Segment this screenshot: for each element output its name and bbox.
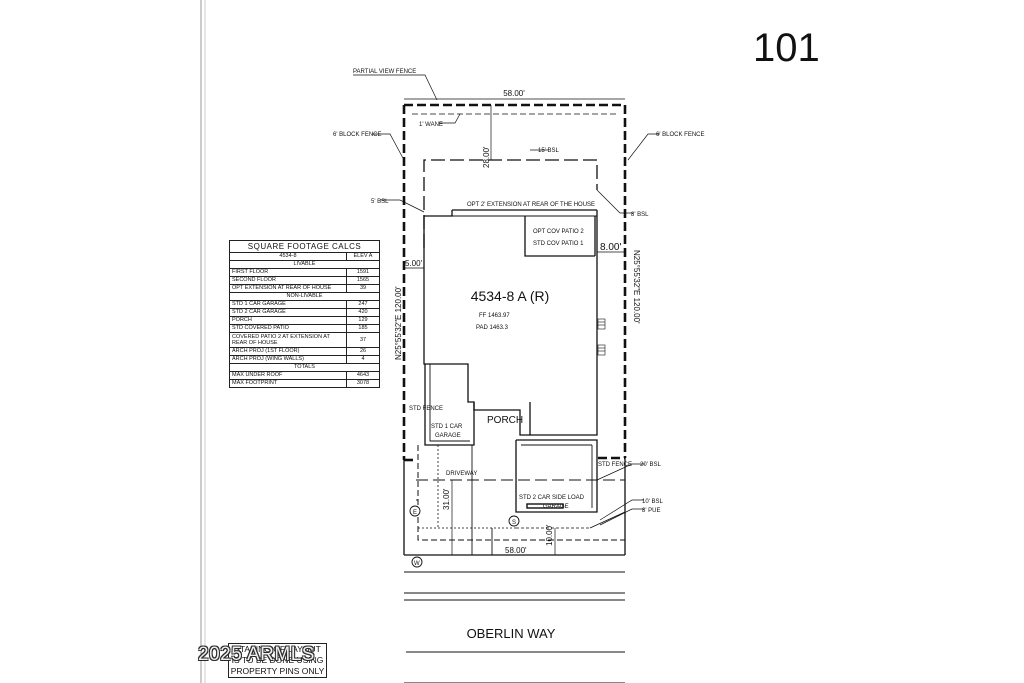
left-bearing-label: N25°55'32"E 120.00' <box>394 286 403 360</box>
rear-bsl-label: 15' BSL <box>538 148 559 154</box>
calcs-row-label: SECOND FLOOR <box>229 276 347 285</box>
left-bsl-label: 5' BSL <box>371 199 389 205</box>
pad-label: PAD 1463.3 <box>476 325 509 331</box>
wane-label: 1' WANE <box>419 122 443 128</box>
calcs-title: SQUARE FOOTAGE CALCS <box>229 240 380 253</box>
driveway-label: DRIVEWAY <box>446 471 477 477</box>
calcs-row-value: 4 <box>346 355 380 364</box>
dimension-lines <box>404 98 625 556</box>
calcs-row-value: 26 <box>346 347 380 356</box>
calcs-row-value: 1565 <box>346 276 380 285</box>
block-fence-right-label: 6' BLOCK FENCE <box>656 132 705 138</box>
leader-lines <box>353 74 660 526</box>
square-footage-calcs-table: SQUARE FOOTAGE CALCS 4534-8 ELEV A LIVAB… <box>229 240 380 388</box>
calcs-row-label: FIRST FLOOR <box>229 268 347 277</box>
front-yard-lines <box>416 445 626 555</box>
calcs-row-value: 185 <box>346 324 380 333</box>
bsl-leader <box>589 511 626 529</box>
calcs-row-value: 420 <box>346 308 380 317</box>
rear-setback-label: 28.00' <box>482 146 491 168</box>
patio-outline <box>524 216 595 257</box>
staking-note-line2: IS TO BE DONE USING <box>231 655 324 665</box>
calcs-row-value: 129 <box>346 316 380 325</box>
bottom-width-label: 58.00' <box>505 546 527 555</box>
calcs-row-label: STD COVERED PATIO <box>229 324 347 333</box>
pue-label: 8' PUE <box>642 508 661 514</box>
calcs-row-value: 39 <box>346 284 380 293</box>
ff-label: FF 1463.97 <box>479 313 510 319</box>
right-bearing-label: N25°55'32"E 120.00' <box>632 250 641 324</box>
ac-unit <box>597 344 606 356</box>
street-name-label: OBERLIN WAY <box>467 626 556 641</box>
sewer-marker <box>508 515 520 527</box>
side-right-label: 8.00' <box>600 242 621 253</box>
staking-note-line1: STAKING OF LAYOUT <box>234 644 321 654</box>
calcs-row-value: 247 <box>346 300 380 309</box>
building-setback-line <box>423 159 598 248</box>
std-fence-right-label: STD FENCE <box>598 462 632 468</box>
calcs-row-label: MAX FOOTPRINT <box>229 379 347 388</box>
marker-w-label: W <box>414 561 420 567</box>
staking-note-line3: PROPERTY PINS ONLY <box>230 666 325 676</box>
driveway-depth-label: 31.00' <box>442 488 451 510</box>
two-car-garage-label-line2: GARAGE <box>543 504 569 510</box>
std-fence-left-label: STD FENCE <box>409 406 443 412</box>
plan-number-label: 4534-8 A (R) <box>471 288 550 304</box>
block-fence-left-label: 6' BLOCK FENCE <box>333 132 382 138</box>
garage-inner-line <box>429 364 470 442</box>
pue-line <box>417 445 625 541</box>
right-bsl-label: 8' BSL <box>631 212 649 218</box>
calcs-row-value: 4643 <box>346 371 380 380</box>
calcs-section-totals: TOTALS <box>229 363 380 372</box>
marker-e-label: E <box>413 510 417 516</box>
calcs-row-label: ARCH PROJ (WING WALLS) <box>229 355 347 364</box>
copyright-watermark: 2025 ARMLS <box>198 644 315 665</box>
page-number: 101 <box>753 26 820 70</box>
one-car-garage-label-line1: STD 1 CAR <box>431 424 463 430</box>
porch-outline <box>473 402 531 436</box>
house-wall-left <box>423 210 453 365</box>
calcs-row-label: PORCH <box>229 316 347 325</box>
staking-note: STAKING OF LAYOUT IS TO BE DONE USING PR… <box>228 643 327 678</box>
calcs-plan-column: 4534-8 <box>229 252 347 261</box>
calcs-row-value: 37 <box>346 332 380 348</box>
opt-extension-label: OPT 2' EXTENSION AT REAR OF THE HOUSE <box>467 202 595 208</box>
partial-view-fence-label: PARTIAL VIEW FENCE <box>353 69 416 75</box>
two-car-garage-outline <box>515 439 598 513</box>
calcs-section-livable: LIVABLE <box>229 260 380 269</box>
marker-s-label: S <box>512 520 516 526</box>
ac-unit <box>597 318 606 330</box>
electric-meter-marker <box>409 505 421 517</box>
garage-door <box>526 503 564 509</box>
calcs-row-label: OPT EXTENSION AT REAR OF HOUSE <box>229 284 347 293</box>
front-bsl-label: 20' BSL <box>640 462 661 468</box>
house-wall-right <box>530 210 598 436</box>
house-footprint <box>423 209 606 513</box>
calcs-row-label: COVERED PATIO 2 AT EXTENSION AT REAR OF … <box>229 332 347 348</box>
calcs-row-value: 3078 <box>346 379 380 388</box>
calcs-row-label: STD 2 CAR GARAGE <box>229 308 347 317</box>
calcs-row-label: ARCH PROJ (1ST FLOOR) <box>229 347 347 356</box>
front-depth-label: 10.00' <box>545 524 554 546</box>
calcs-row-label: MAX UNDER ROOF <box>229 371 347 380</box>
street <box>404 571 625 683</box>
top-width-label: 58.00' <box>503 89 525 98</box>
calcs-row-value: 1591 <box>346 268 380 277</box>
one-car-garage-label-line2: GARAGE <box>435 433 461 439</box>
bsl-10-label: 10' BSL <box>642 499 663 505</box>
patio-opt-label: OPT COV PATIO 2 <box>533 229 584 235</box>
side-left-label: 5.00' <box>405 259 423 268</box>
calcs-elev-column: ELEV A <box>346 252 380 261</box>
patio-std-label: STD COV PATIO 1 <box>533 241 584 247</box>
porch-label: PORCH <box>487 415 523 426</box>
water-marker <box>411 556 423 568</box>
calcs-row-label: STD 1 CAR GARAGE <box>229 300 347 309</box>
calcs-section-non-livable: NON-LIVABLE <box>229 292 380 301</box>
two-car-garage-label-line1: STD 2 CAR SIDE LOAD <box>519 495 585 501</box>
